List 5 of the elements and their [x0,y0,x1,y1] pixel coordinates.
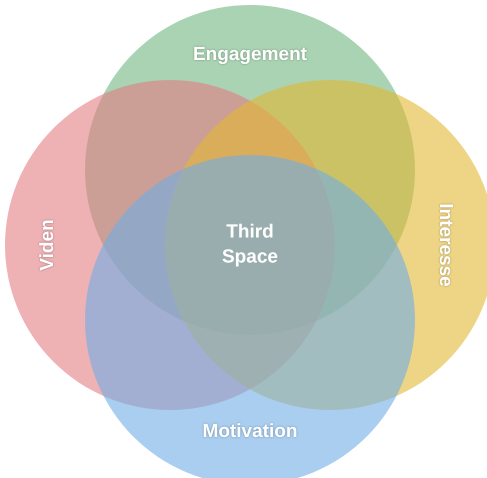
circle-label: Interesse [434,203,456,287]
circle-label: Engagement [192,44,308,66]
center-label: Third Space [221,220,279,269]
circle-label: Motivation [202,421,298,443]
circle-label: Viden [37,219,59,271]
